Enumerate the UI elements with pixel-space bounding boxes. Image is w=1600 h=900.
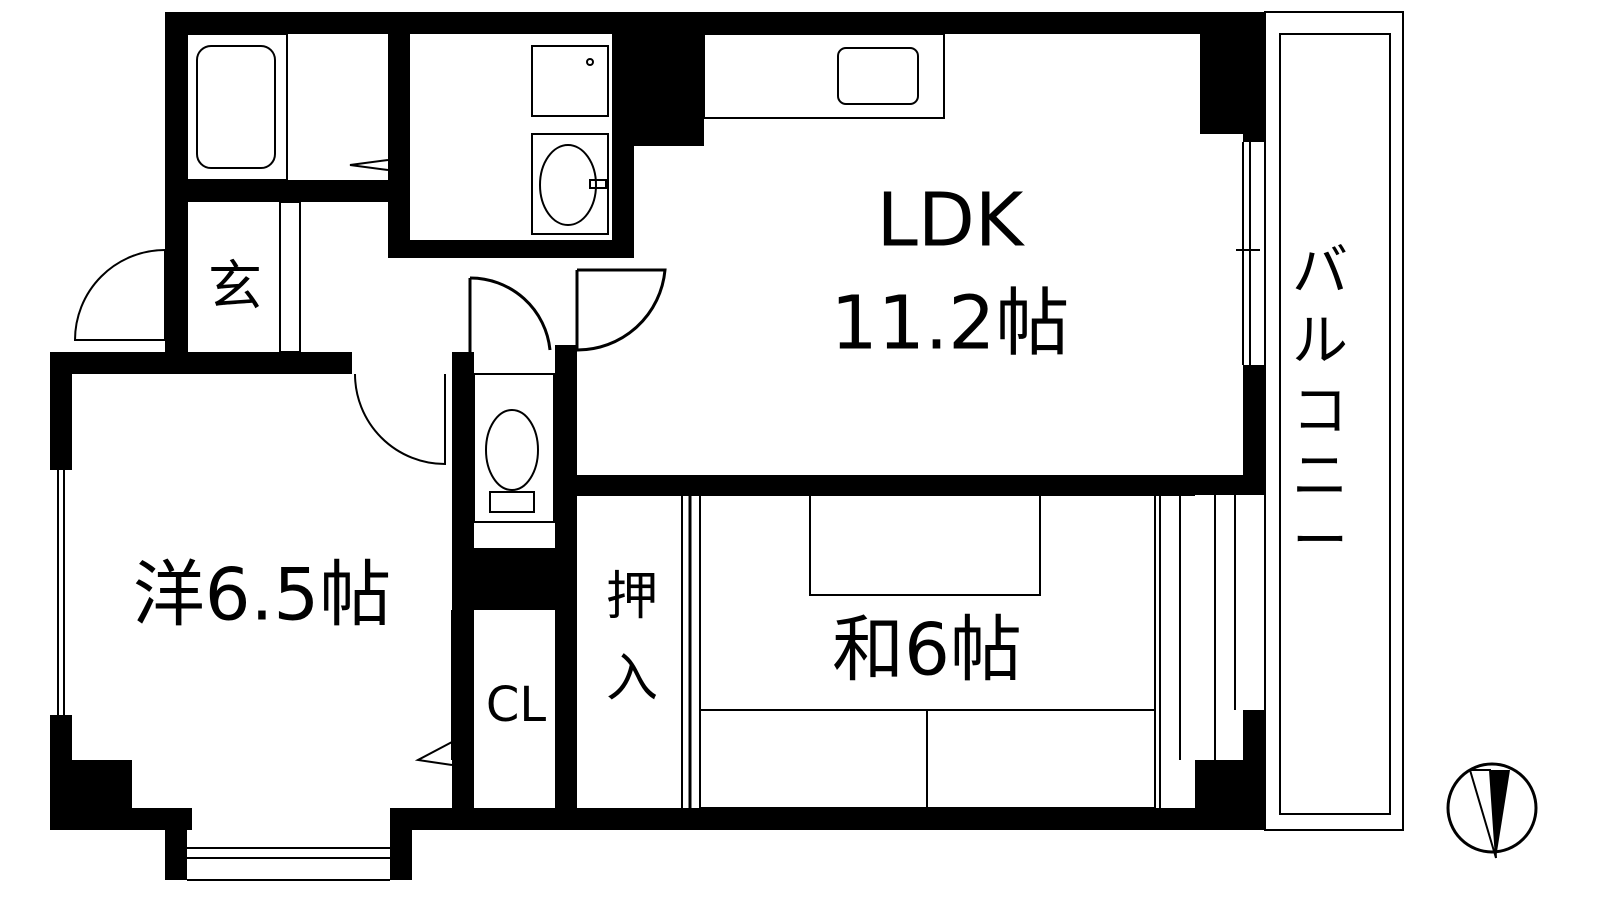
balcony-char: ニ [1292, 444, 1348, 509]
western-room-label: 洋6.5帖 [133, 553, 392, 637]
oshiire-label-1: 押 [606, 567, 658, 627]
entrance-label: 玄 [208, 255, 262, 318]
ldk-size-label: 11.2帖 [831, 281, 1070, 367]
balcony-char: ル [1292, 309, 1348, 374]
balcony-char: コ [1292, 379, 1348, 444]
north-arrow-icon [1446, 762, 1538, 859]
room-labels: LDK 11.2帖 洋6.5帖 和6帖 玄 CL 押 入 バ ル コ ニ ー [133, 178, 1348, 734]
fixtures [57, 11, 1404, 881]
closet-label: CL [486, 677, 547, 733]
japanese-room-label: 和6帖 [832, 608, 1022, 692]
balcony-char: ー [1292, 509, 1348, 574]
walls [50, 12, 1265, 880]
oshiire-label-2: 入 [606, 649, 658, 709]
balcony-char: バ [1292, 239, 1348, 304]
ldk-label: LDK [877, 178, 1026, 264]
balcony-label: バ ル コ ニ ー [1292, 239, 1348, 574]
